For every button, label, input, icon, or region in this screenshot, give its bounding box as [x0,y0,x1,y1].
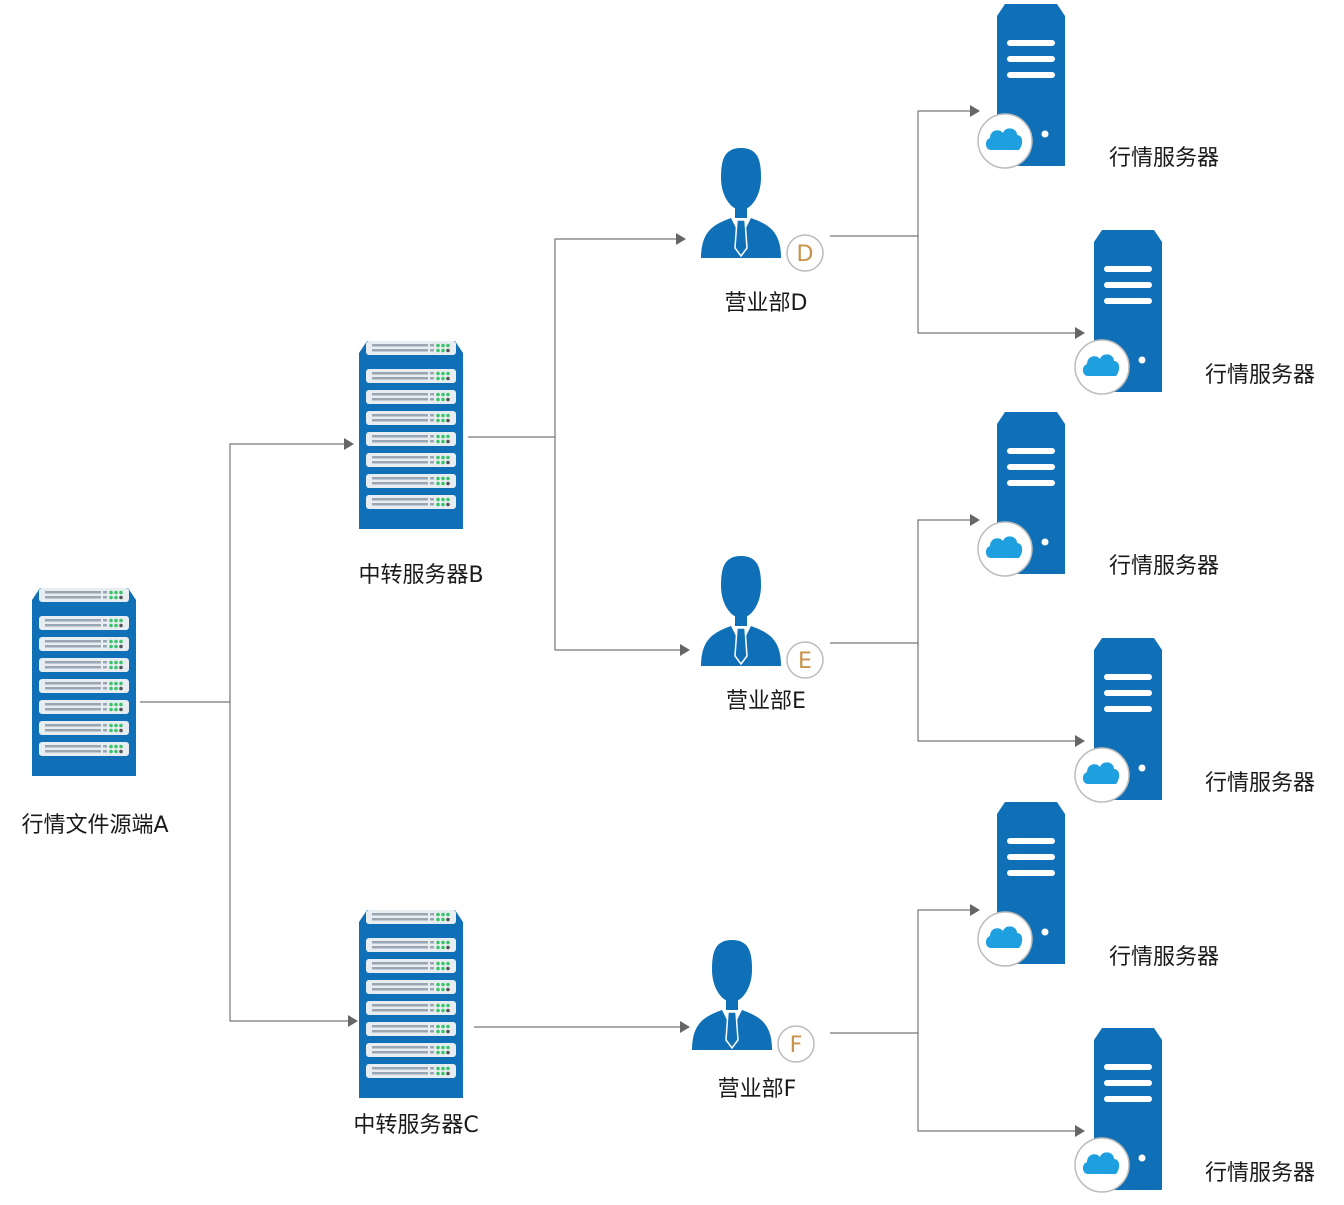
quote-server-3: 行情服务器 [977,411,1219,579]
connector-arrowheads [344,105,1085,1137]
badge-f-letter: F [790,1033,803,1058]
relay-server-c: 中转服务器C [353,910,479,1138]
person-icon [691,939,773,1051]
quote-server-1: 行情服务器 [977,3,1219,171]
badge-f: F [777,1025,815,1063]
quote-server-2: 行情服务器 [1074,229,1315,395]
branch-office-e-label: 营业部E [726,689,806,714]
rack-server-icon [359,341,463,529]
branch-office-e: E 营业部E [700,555,824,714]
quote-server-4: 行情服务器 [1074,637,1315,803]
badge-d: D [786,234,824,272]
person-icon [700,147,782,259]
quote-server-6: 行情服务器 [1074,1027,1315,1193]
relay-server-b-label: 中转服务器B [358,563,483,588]
source-server-a: 行情文件源端A [21,588,169,838]
rack-server-icon [359,910,463,1098]
quote-server-5: 行情服务器 [977,801,1219,970]
source-server-a-label: 行情文件源端A [21,813,168,838]
relay-server-b: 中转服务器B [358,341,484,588]
quote-server-label: 行情服务器 [1205,771,1315,796]
connector-lines [140,110,1077,1132]
cloud-server-icon [977,411,1066,577]
badge-e-letter: E [798,649,812,674]
cloud-server-icon [1074,1027,1163,1193]
branch-office-f: F 营业部F [691,939,815,1102]
badge-e: E [786,641,824,679]
quote-server-label: 行情服务器 [1109,146,1219,171]
branch-office-d-label: 营业部D [725,291,808,316]
cloud-server-icon [977,3,1066,169]
cloud-server-icon [1074,229,1163,395]
quote-server-label: 行情服务器 [1205,363,1315,388]
rack-server-icon [32,588,136,776]
cloud-server-icon [977,801,1066,967]
quote-server-label: 行情服务器 [1109,554,1219,579]
cloud-server-icon [1074,637,1163,803]
branch-office-f-label: 营业部F [718,1077,797,1102]
quote-server-label: 行情服务器 [1109,945,1219,970]
quote-server-label: 行情服务器 [1205,1161,1315,1186]
branch-office-d: D 营业部D [700,147,824,316]
relay-server-c-label: 中转服务器C [353,1113,478,1138]
badge-d-letter: D [797,242,814,267]
person-icon [700,555,782,667]
